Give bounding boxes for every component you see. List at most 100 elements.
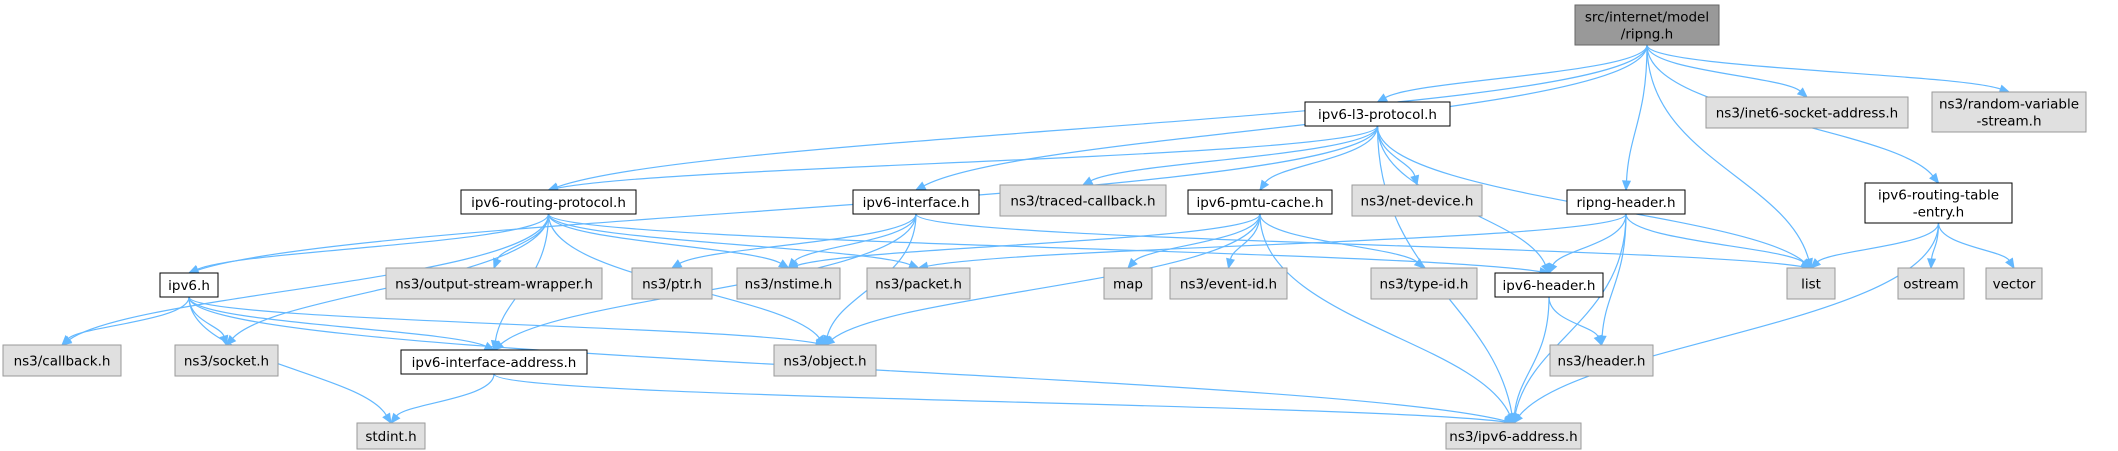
- edge-l3proto-to-rtproto: [557, 125, 1379, 189]
- node-box-randvar: [1931, 91, 2087, 133]
- edge-arrowhead-ripnghdr-to-hdr6: [1548, 262, 1558, 275]
- node-inet6: ns3/inet6-socket-address.h: [1705, 96, 1909, 129]
- edges-layer: [60, 44, 2015, 427]
- node-vector: vector: [1985, 267, 2043, 300]
- node-outstream: ns3/output-stream-wrapper.h: [385, 267, 603, 300]
- edge-ipv6h-to-ifaddr: [188, 296, 487, 347]
- node-box-outstream: [385, 267, 603, 300]
- edge-arrowhead-ripng-to-ripnghdr: [1621, 180, 1632, 192]
- edge-arrowhead-ripng-to-inet6: [1796, 87, 1808, 98]
- node-pmtu[interactable]: ipv6-pmtu-cache.h: [1187, 189, 1333, 215]
- edge-arrowhead-ripng-to-iface: [914, 181, 927, 191]
- node-box-inet6: [1705, 96, 1909, 129]
- node-ipv6addr: ns3/ipv6-address.h: [1445, 422, 1582, 450]
- node-rtentry[interactable]: ipv6-routing-table-entry.h: [1864, 182, 2013, 224]
- node-label-ptr: ns3/ptr.h: [642, 277, 702, 293]
- node-ripnghdr[interactable]: ripng-header.h: [1566, 189, 1686, 215]
- edge-ripng-to-l3proto: [1385, 44, 1648, 99]
- node-box-traced: [999, 184, 1167, 217]
- node-ostream: ostream: [1897, 267, 1965, 300]
- node-box-ipv6addr: [1445, 422, 1582, 450]
- edge-iface-to-nstime: [794, 213, 917, 262]
- node-label-nstime: ns3/nstime.h: [745, 277, 833, 293]
- node-ripng[interactable]: src/internet/model/ripng.h: [1574, 4, 1720, 46]
- node-box-ifaddr: [400, 349, 588, 375]
- node-box-socket: [174, 344, 279, 377]
- edge-arrowhead-l3proto-to-netdev: [1410, 174, 1420, 187]
- node-box-pmtu: [1187, 189, 1333, 215]
- node-box-map: [1103, 267, 1153, 300]
- node-box-ripnghdr: [1566, 189, 1686, 215]
- node-box-nstime: [736, 267, 841, 300]
- node-label-ipv6h: ipv6.h: [168, 278, 210, 294]
- node-box-hdr6: [1494, 272, 1604, 298]
- edge-rtproto-to-ipv6h: [197, 213, 550, 270]
- node-ifaddr[interactable]: ipv6-interface-address.h: [400, 349, 588, 375]
- node-rtproto[interactable]: ipv6-routing-protocol.h: [460, 189, 637, 215]
- edge-hdr6-to-header: [1548, 296, 1599, 338]
- node-box-object: [773, 344, 877, 377]
- edge-arrowhead-rtentry-to-ostream: [1927, 258, 1937, 270]
- node-randvar: ns3/random-variable-stream.h: [1931, 91, 2087, 133]
- node-label-ostream: ostream: [1903, 277, 1959, 293]
- edge-ripng-to-ripnghdr: [1625, 44, 1648, 182]
- edge-rtentry-to-ostream: [1930, 222, 1940, 260]
- edge-l3proto-to-traced: [1090, 125, 1379, 182]
- node-label-inet6: ns3/inet6-socket-address.h: [1716, 106, 1899, 122]
- node-label-ripng: src/internet/model: [1585, 10, 1709, 26]
- edge-arrowhead-rtproto-to-ipv6h: [187, 265, 200, 274]
- edge-pmtu-to-nstime: [796, 213, 1261, 266]
- node-label-object: ns3/object.h: [783, 354, 866, 370]
- node-eventid: ns3/event-id.h: [1169, 267, 1288, 300]
- node-label-socket: ns3/socket.h: [184, 354, 269, 370]
- node-stdint: stdint.h: [356, 422, 426, 450]
- edge-arrowhead-ripnghdr-to-list: [1800, 258, 1813, 269]
- node-box-netdev: [1351, 184, 1483, 217]
- node-header: ns3/header.h: [1549, 344, 1654, 377]
- node-ipv6h[interactable]: ipv6.h: [159, 272, 219, 298]
- node-box-callback: [2, 344, 122, 377]
- edge-arrowhead-pmtu-to-map: [1127, 257, 1138, 269]
- edge-pmtu-to-typeid: [1259, 213, 1418, 263]
- edge-arrowhead-rtproto-to-packet: [907, 260, 920, 269]
- node-label-randvar: -stream.h: [1976, 114, 2041, 130]
- edge-ipv6h-to-object: [188, 296, 817, 344]
- node-nstime: ns3/nstime.h: [736, 267, 841, 300]
- edge-ripnghdr-to-packet: [927, 213, 1627, 267]
- node-label-l3proto: ipv6-l3-protocol.h: [1318, 107, 1437, 123]
- edge-ripnghdr-to-header: [1601, 213, 1627, 337]
- edge-hdr6-to-ipv6addr: [1513, 296, 1550, 415]
- node-box-eventid: [1169, 267, 1288, 300]
- edge-ripng-to-list: [1646, 44, 1810, 260]
- node-box-list: [1786, 267, 1836, 300]
- node-label-ipv6addr: ns3/ipv6-address.h: [1449, 429, 1577, 445]
- edge-arrowhead-hdr6-to-header: [1593, 334, 1603, 347]
- edge-arrowhead-hdr6-to-ipv6addr: [1509, 413, 1520, 425]
- node-typeid: ns3/type-id.h: [1370, 267, 1478, 300]
- edge-ifaddr-to-stdint: [396, 373, 495, 417]
- edge-arrowhead-l3proto-to-pmtu: [1259, 179, 1270, 192]
- edge-arrowhead-ripng-to-rtentry: [1929, 172, 1940, 185]
- edge-arrowhead-l3proto-to-traced: [1081, 176, 1094, 186]
- edge-rtproto-to-nstime: [547, 213, 782, 264]
- node-label-stdint: stdint.h: [365, 429, 416, 445]
- edge-rtentry-to-list: [1817, 222, 1940, 263]
- edge-arrowhead-rtproto-to-nstime: [778, 259, 790, 269]
- node-iface[interactable]: ipv6-interface.h: [852, 189, 980, 215]
- node-hdr6[interactable]: ipv6-header.h: [1494, 272, 1604, 298]
- node-list: list: [1786, 267, 1836, 300]
- node-box-iface: [852, 189, 980, 215]
- node-l3proto[interactable]: ipv6-l3-protocol.h: [1304, 101, 1451, 127]
- edge-arrowhead-rtproto-to-outstream: [493, 257, 502, 270]
- node-box-header: [1549, 344, 1654, 377]
- node-map: map: [1103, 267, 1153, 300]
- node-label-callback: ns3/callback.h: [14, 354, 111, 370]
- node-netdev: ns3/net-device.h: [1351, 184, 1483, 217]
- edge-ripng-to-inet6: [1646, 44, 1801, 92]
- node-label-randvar: ns3/random-variable: [1939, 97, 2079, 113]
- node-label-header: ns3/header.h: [1558, 354, 1646, 370]
- node-callback: ns3/callback.h: [2, 344, 122, 377]
- edge-ipv6h-to-callback: [67, 296, 190, 340]
- node-label-ifaddr: ipv6-interface-address.h: [412, 355, 577, 371]
